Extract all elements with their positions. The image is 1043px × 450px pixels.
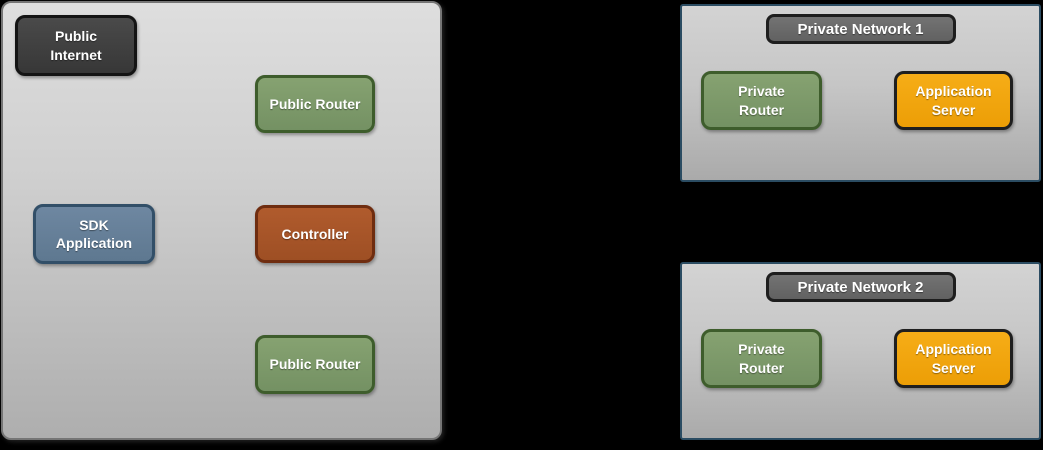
node-public-internet-label: Public Internet	[50, 28, 102, 63]
node-public-router-bottom-label: Public Router	[269, 356, 361, 373]
node-sdk-application-label: SDK Application	[55, 216, 133, 251]
node-application-server-1-label: Application Server	[915, 83, 992, 118]
private-network-2-title: Private Network 2	[765, 272, 956, 302]
node-public-router-bottom: Public Router	[255, 335, 375, 394]
node-controller-label: Controller	[281, 225, 349, 242]
public-internet-zone: Public Internet Public Router SDK Applic…	[1, 1, 442, 440]
node-application-server-2: Application Server	[894, 329, 1013, 388]
node-public-router-top: Public Router	[255, 75, 375, 133]
node-public-internet: Public Internet	[15, 15, 137, 76]
node-private-router-1: Private Router	[701, 71, 822, 130]
node-sdk-application: SDK Application	[33, 204, 155, 264]
node-application-server-2-label: Application Server	[915, 341, 992, 376]
private-network-2-zone: Private Network 2 Private Router Applica…	[680, 262, 1041, 440]
node-private-router-2: Private Router	[701, 329, 822, 388]
node-public-router-top-label: Public Router	[269, 95, 361, 112]
private-network-1-zone: Private Network 1 Private Router Applica…	[680, 4, 1041, 182]
node-private-router-2-label: Private Router	[738, 341, 785, 376]
private-network-1-title: Private Network 1	[765, 14, 956, 44]
node-private-router-1-label: Private Router	[738, 83, 785, 118]
node-controller: Controller	[255, 205, 375, 263]
node-application-server-1: Application Server	[894, 71, 1013, 130]
